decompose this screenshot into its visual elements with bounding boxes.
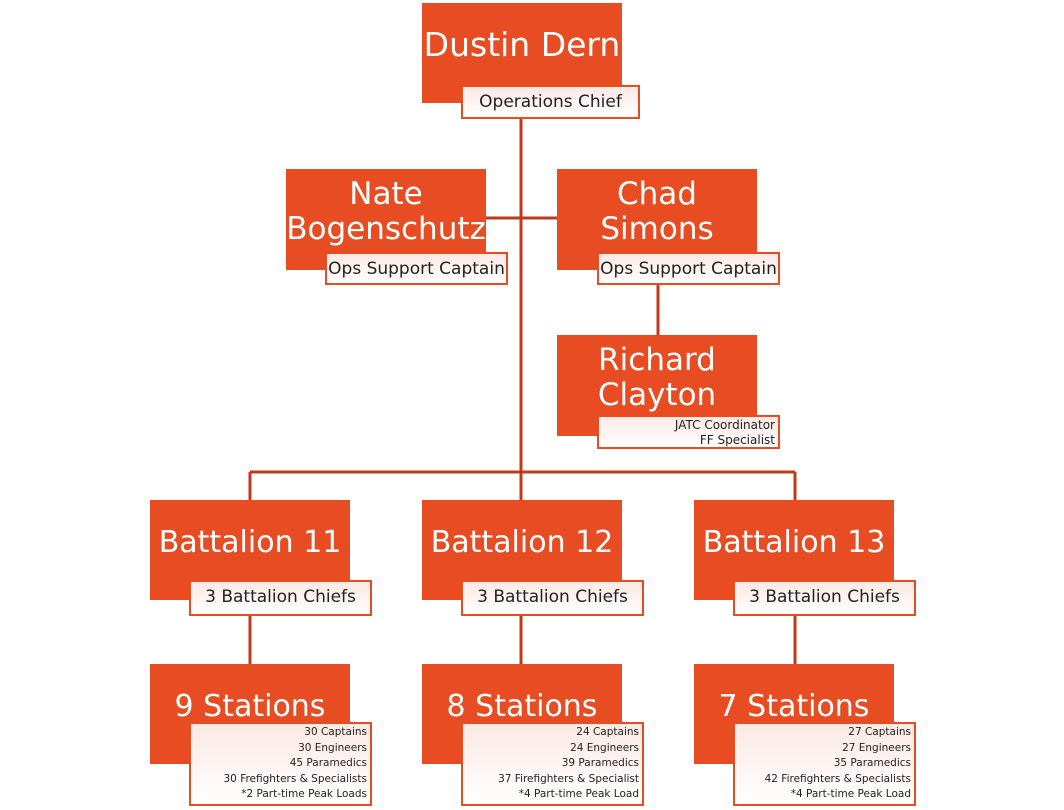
- chief-name: Dustin Dern: [423, 25, 621, 64]
- chief-role: Operations Chief: [461, 85, 640, 119]
- richard-role-line1: JATC Coordinator: [674, 418, 775, 432]
- battalion-13-name: Battalion 13: [702, 525, 886, 560]
- stations-11-detail: *2 Part-time Peak Loads: [241, 788, 367, 800]
- stations-12-detail: 24 Engineers: [570, 741, 639, 754]
- stations-11-detail: 30 Engineers: [298, 741, 367, 754]
- nate-name-last: Bogenschutz: [286, 211, 486, 247]
- stations-13-detail: 27 Captains: [848, 726, 911, 738]
- battalion-12-name: Battalion 12: [430, 525, 614, 560]
- nate-name-first: Nate: [349, 176, 423, 212]
- battalion-11-chiefs-label: 3 Battalion Chiefs: [205, 587, 356, 607]
- chad-role-label: Ops Support Captain: [600, 259, 777, 279]
- richard-role: JATC Coordinator FF Specialist: [597, 415, 780, 449]
- richard-name-first: Richard: [598, 342, 716, 378]
- richard-name-last: Clayton: [597, 377, 717, 413]
- stations-13-detail: *4 Part-time Peak Load: [790, 788, 911, 800]
- chad-name-first: Chad: [617, 176, 697, 212]
- nate-role-label: Ops Support Captain: [328, 259, 505, 279]
- nate-node: Nate Bogenschutz: [286, 169, 486, 270]
- stations-12-detail: 24 Captains: [576, 726, 639, 738]
- stations-11-details: 30 Captains 30 Engineers 45 Paramedics 3…: [189, 722, 372, 806]
- nate-role: Ops Support Captain: [325, 252, 508, 285]
- battalion-12-chiefs-label: 3 Battalion Chiefs: [477, 587, 628, 607]
- stations-12-detail: *4 Part-time Peak Load: [518, 788, 639, 800]
- battalion-11-chiefs: 3 Battalion Chiefs: [189, 580, 372, 616]
- stations-13-detail: 42 Firefighters & Specialists: [764, 772, 911, 785]
- stations-13-details: 27 Captains 27 Engineers 35 Paramedics 4…: [733, 722, 916, 806]
- battalion-13-chiefs: 3 Battalion Chiefs: [733, 580, 916, 616]
- stations-13-detail: 27 Engineers: [842, 741, 911, 754]
- stations-11-detail: 30 Frefighters & Specialists: [223, 772, 368, 785]
- battalion-13-chiefs-label: 3 Battalion Chiefs: [749, 587, 900, 607]
- battalion-11-name: Battalion 11: [158, 525, 342, 560]
- stations-11-detail: 45 Paramedics: [289, 757, 367, 769]
- stations-11-name: 9 Stations: [174, 689, 326, 724]
- stations-13-name: 7 Stations: [718, 689, 870, 724]
- chad-role: Ops Support Captain: [597, 252, 780, 285]
- richard-role-line2: FF Specialist: [699, 433, 775, 447]
- stations-12-detail: 39 Paramedics: [561, 757, 639, 769]
- stations-13-detail: 35 Paramedics: [833, 757, 911, 769]
- stations-12-details: 24 Captains 24 Engineers 39 Paramedics 3…: [461, 722, 644, 806]
- chief-role-label: Operations Chief: [479, 92, 622, 112]
- stations-12-detail: 37 Firefighters & Specialist: [498, 772, 639, 785]
- stations-12-name: 8 Stations: [446, 689, 598, 724]
- battalion-12-chiefs: 3 Battalion Chiefs: [461, 580, 644, 616]
- chad-name-last: Simons: [600, 211, 714, 247]
- stations-11-detail: 30 Captains: [304, 726, 367, 738]
